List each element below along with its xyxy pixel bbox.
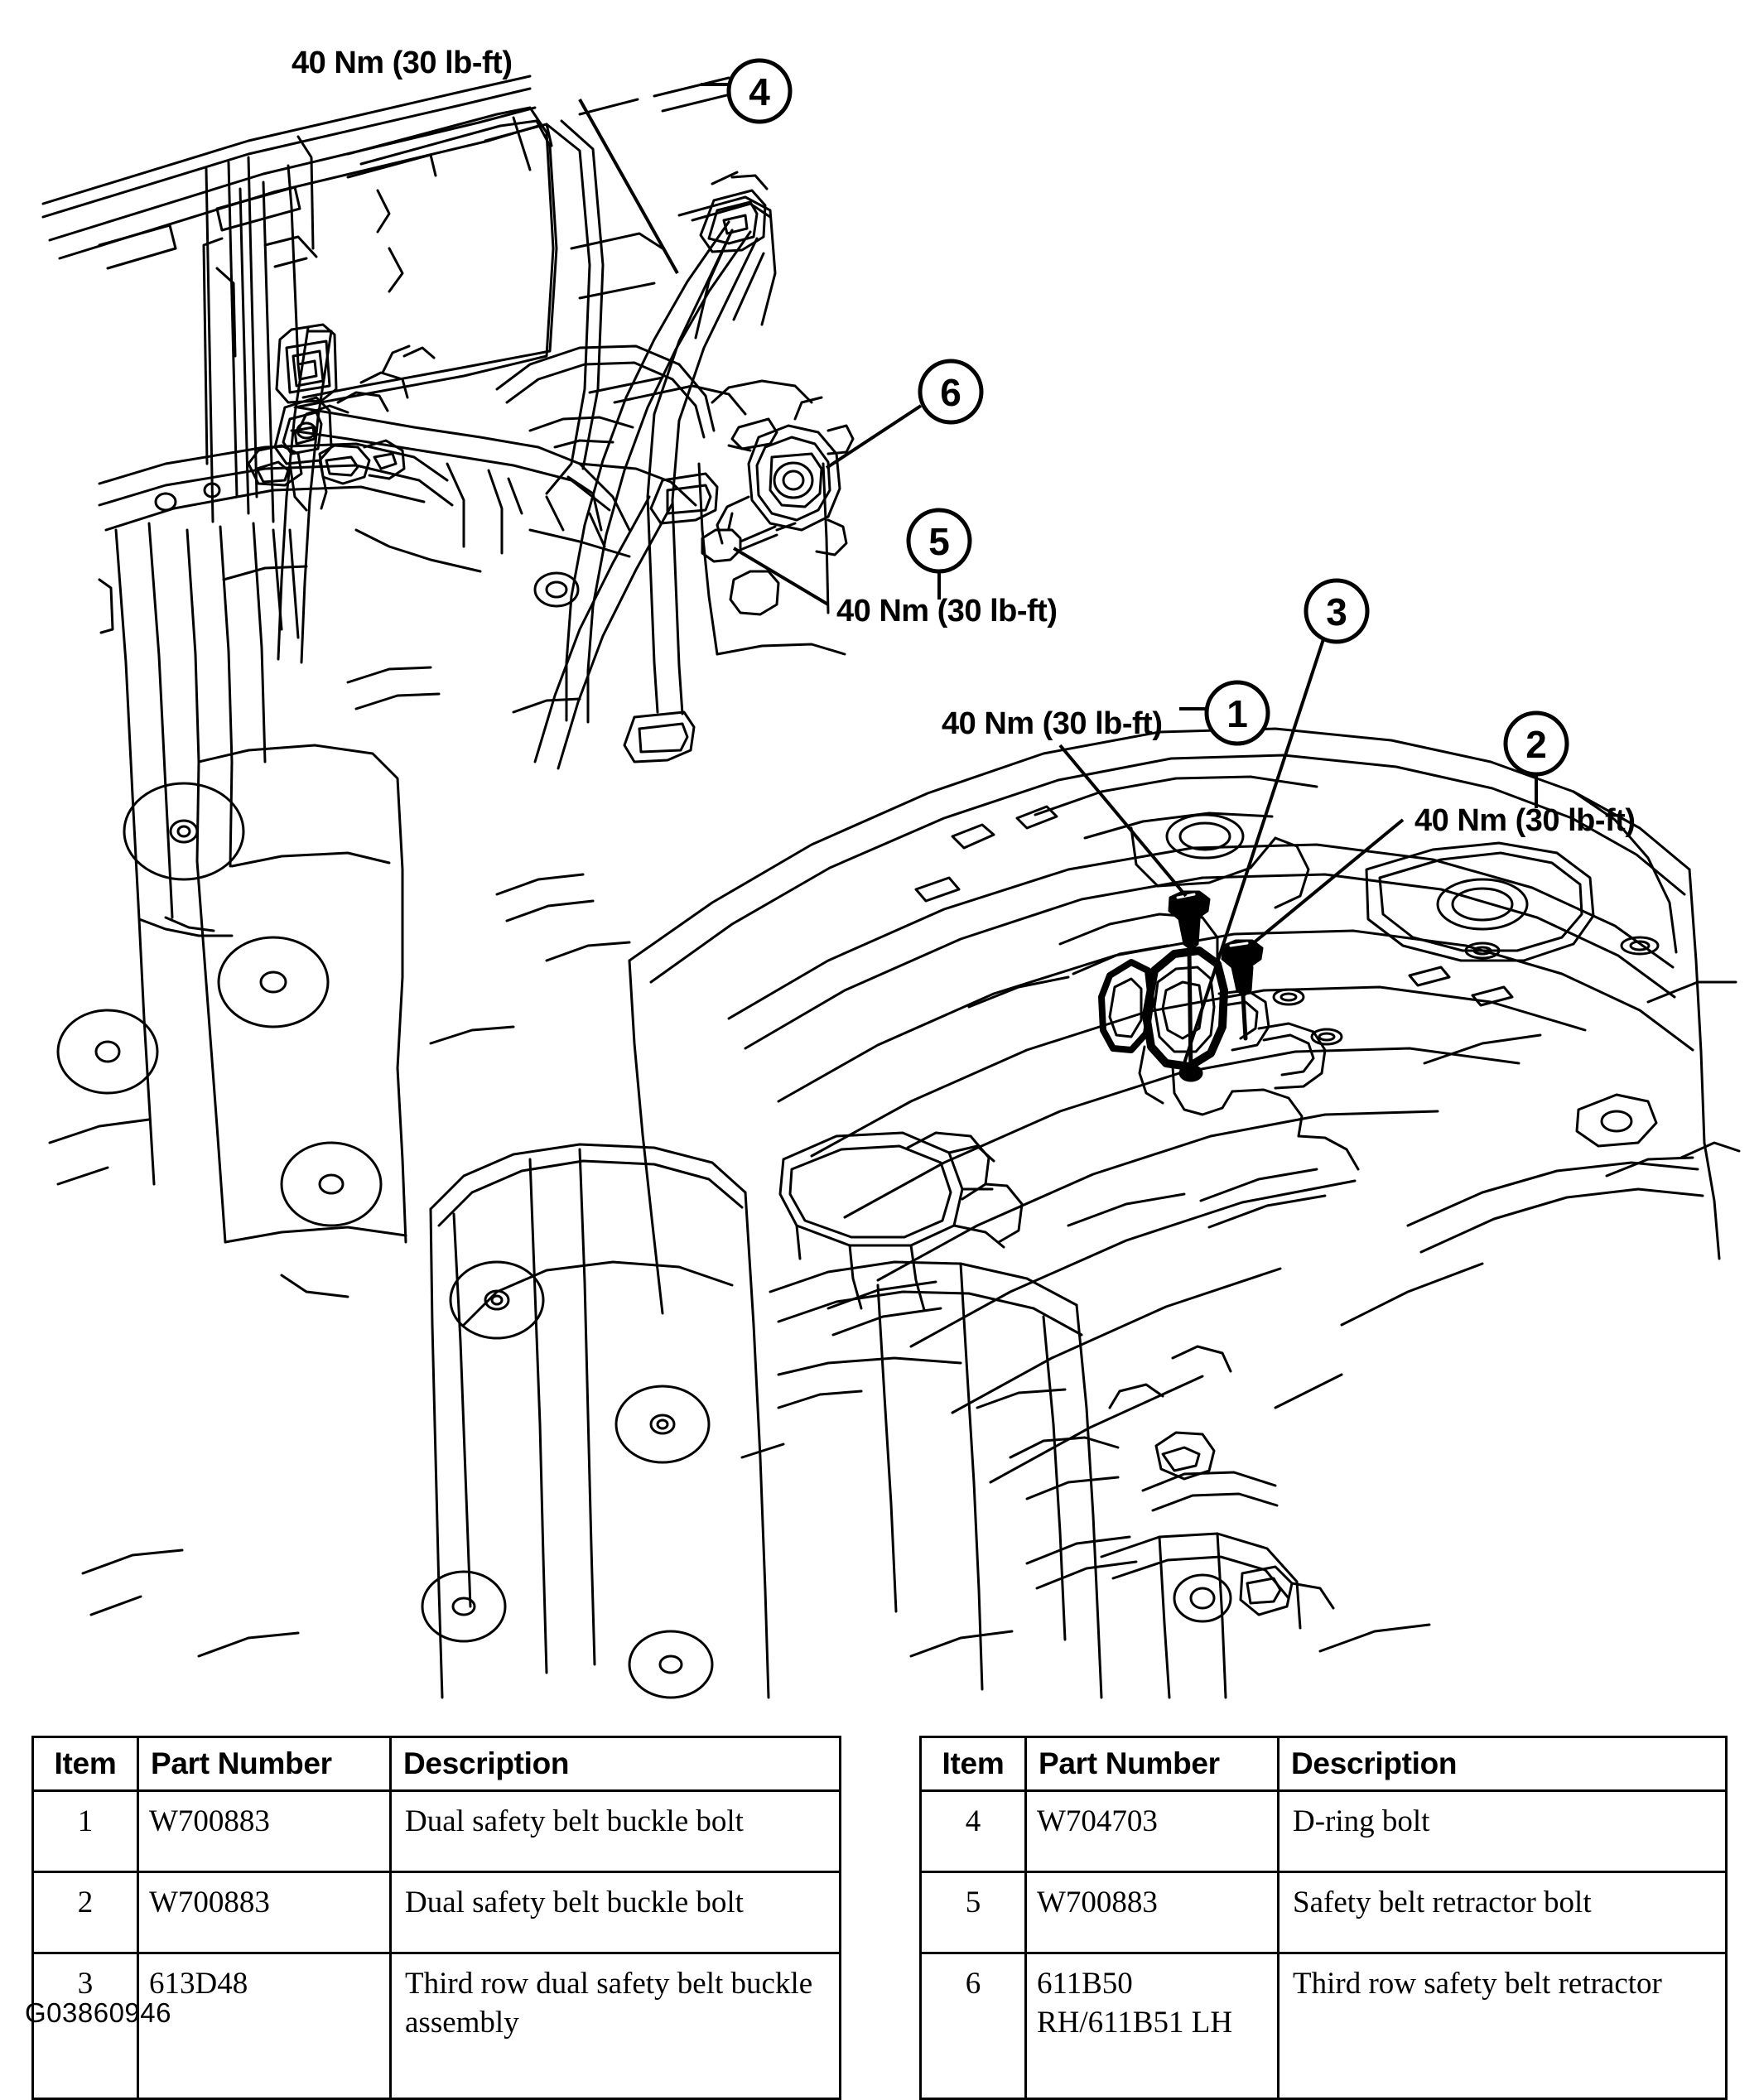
cell-description: D-ring bolt [1277,1789,1728,1873]
column-header-part-number: Part Number [1024,1736,1279,1792]
leader-line-6 [825,404,923,470]
torque-labels: 40 Nm (30 lb-ft) 40 Nm (30 lb-ft) 40 Nm … [292,46,1636,838]
cell-description: Third row dual safety belt buckle assemb… [389,1952,841,2100]
callout-number-1: 1 [1226,692,1248,735]
table-header-row: Item Part Number Description [31,1736,841,1792]
column-header-description: Description [1277,1736,1728,1792]
figure-id-label: G03860946 [25,1997,171,2028]
leader-line-3 [1181,638,1325,1069]
column-header-item: Item [919,1736,1027,1792]
cell-description: Dual safety belt buckle bolt [389,1871,841,1954]
cell-item: 2 [31,1871,139,1954]
table-row: 1 W700883 Dual safety belt buckle bolt [31,1789,841,1873]
torque-label-1: 40 Nm (30 lb-ft) [942,706,1162,741]
parts-tables: Item Part Number Description 1 W700883 D… [0,1736,1759,2100]
leader-line-1 [1058,744,1188,898]
cell-part-number: 611B50 RH/611B51 LH [1024,1952,1279,2100]
cell-item: 4 [919,1789,1027,1873]
table-row: 4 W704703 D-ring bolt [919,1789,1728,1873]
column-header-description: Description [389,1736,841,1792]
callout-circle-6 [918,359,984,425]
callout-number-5: 5 [928,520,950,563]
cell-part-number: W704703 [1024,1789,1279,1873]
torque-label-4: 40 Nm (30 lb-ft) [292,46,512,80]
callout-number-3: 3 [1326,590,1347,633]
callout-number-4: 4 [749,70,770,113]
leader-line-2 [1251,818,1405,946]
cell-item: 1 [31,1789,139,1873]
callout-3[interactable]: 3 [1304,578,1370,644]
callout-number-6: 6 [940,371,961,414]
cell-part-number: W700883 [137,1871,392,1954]
parts-table-right: Item Part Number Description 4 W704703 D… [919,1736,1728,2100]
column-header-item: Item [31,1736,139,1792]
callout-circle-4 [726,58,793,124]
callout-circle-1 [1204,680,1270,746]
callout-4[interactable]: 4 [726,58,793,124]
callout-6[interactable]: 6 [918,359,984,425]
cell-description: Dual safety belt buckle bolt [389,1789,841,1873]
cell-item: 5 [919,1871,1027,1954]
leader-lines [578,83,1538,1069]
table-row: 5 W700883 Safety belt retractor bolt [919,1871,1728,1954]
column-header-part-number: Part Number [137,1736,392,1792]
torque-label-2: 40 Nm (30 lb-ft) [1414,803,1635,838]
callout-2[interactable]: 2 [1503,710,1569,777]
cell-item: 6 [919,1952,1027,2100]
exploded-view-drawing: 40 Nm (30 lb-ft) 40 Nm (30 lb-ft) 40 Nm … [41,46,1741,1699]
table-row: 2 W700883 Dual safety belt buckle bolt [31,1871,841,1954]
cell-description: Third row safety belt retractor [1277,1952,1728,2100]
callout-bubbles: 4 6 5 3 1 2 [726,58,1569,777]
leader-line-5 [732,547,830,606]
callout-5[interactable]: 5 [906,508,972,574]
callout-circle-5 [906,508,972,574]
technical-illustration: 40 Nm (30 lb-ft) 40 Nm (30 lb-ft) 40 Nm … [41,46,1741,1699]
cell-part-number: 613D48 [137,1952,392,2100]
cell-part-number: W700883 [1024,1871,1279,1954]
torque-label-5: 40 Nm (30 lb-ft) [836,594,1057,629]
callout-number-2: 2 [1525,723,1547,766]
leader-line-4 [578,99,679,274]
table-row: 6 611B50 RH/611B51 LH Third row safety b… [919,1952,1728,2100]
callout-circle-2 [1503,710,1569,777]
callout-circle-3 [1304,578,1370,644]
cell-description: Safety belt retractor bolt [1277,1871,1728,1954]
table-header-row: Item Part Number Description [919,1736,1728,1792]
parts-table-left: Item Part Number Description 1 W700883 D… [31,1736,841,2100]
callout-1[interactable]: 1 [1204,680,1270,746]
cell-part-number: W700883 [137,1789,392,1873]
